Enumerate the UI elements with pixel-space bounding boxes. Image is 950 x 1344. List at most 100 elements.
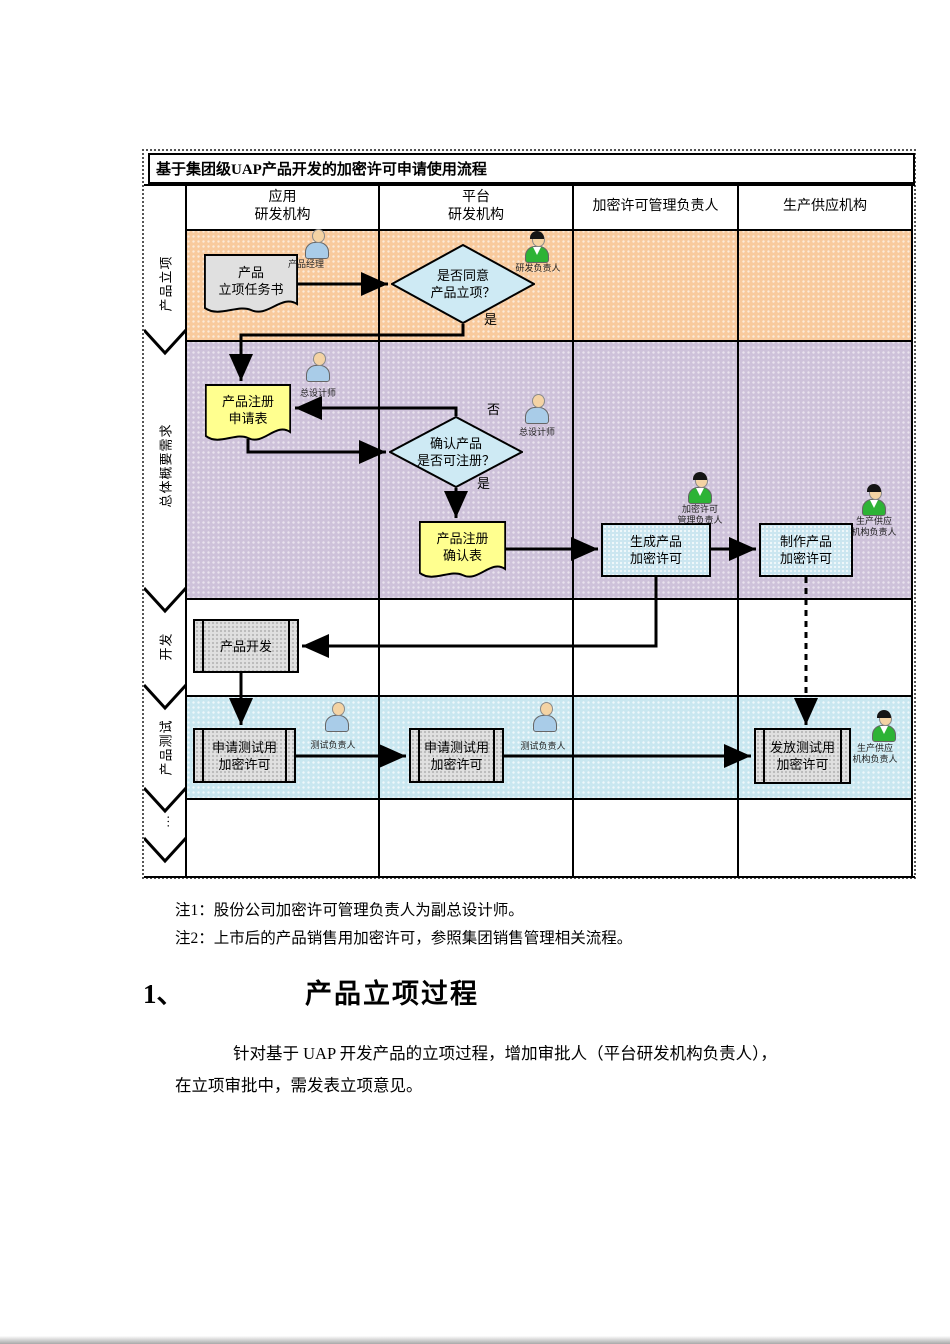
column-divider [572, 184, 574, 878]
column-divider [911, 184, 913, 878]
node-label-line: 是否同意 [436, 268, 489, 283]
lane-header-line: 研发机构 [448, 207, 504, 223]
person-hair [530, 231, 544, 239]
decision-diamond-shape [389, 416, 523, 488]
actor-label-line: 生产供应 [855, 516, 892, 526]
node-generate-license: 生成产品 加密许可 [601, 523, 711, 577]
note-2: 注2：上市后的产品销售用加密许可，参照集团销售管理相关流程。 [175, 930, 633, 947]
person-icon-test-leader-1 [324, 702, 350, 732]
person-icon-product-manager [304, 229, 330, 259]
node-label-line: 产品开发 [219, 638, 272, 654]
node-register-apply-doc: 产品注册 申请表 [205, 384, 291, 446]
edge-label-yes-2: 是 [477, 476, 491, 491]
edge-label-yes-1: 是 [484, 312, 498, 327]
person-collar [696, 488, 704, 496]
lane-header-line: 应用 [268, 189, 297, 205]
document-shape [419, 521, 506, 578]
connector-approve-yes-to-registerapply [229, 324, 465, 381]
actor-label-line: 机构负责人 [852, 754, 898, 764]
lane-header-platform-rd: 平台 研发机构 [379, 184, 573, 229]
connector-register-no-back [295, 396, 458, 420]
actor-label-line: 总设计师 [299, 388, 336, 398]
node-label-line: 加密许可 [430, 756, 483, 772]
node-decision-register: 确认产品 是否可注册？ [389, 416, 523, 488]
connector-registerapply-to-registerdecision [246, 439, 386, 464]
flow-connectors [229, 272, 818, 768]
document-shape [204, 254, 298, 313]
node-label-line: 加密许可 [218, 756, 271, 772]
node-label: 确认产品 是否可注册？ [389, 416, 523, 488]
person-collar [533, 247, 541, 255]
actor-label-line: 管理负责人 [677, 515, 723, 525]
person-body [305, 242, 329, 259]
person-head [332, 702, 345, 716]
actor-label-line: 加密许可 [681, 504, 718, 514]
lane-header-license-manager: 加密许可管理负责人 [573, 184, 738, 229]
row-divider [186, 598, 913, 600]
node-label-line: 产品立项？ [430, 285, 496, 300]
node-make-license: 制作产品 加密许可 [759, 523, 853, 577]
column-divider [185, 184, 187, 878]
person-body [325, 715, 349, 732]
diagram-notes: 注1：股份公司加密许可管理负责人为副总设计师。 注2：上市后的产品销售用加密许可… [175, 897, 632, 953]
edge-label-no: 否 [487, 402, 501, 417]
paragraph-line-1: 针对基于 UAP 开发产品的立项过程，增加审批人（平台研发机构负责人）， [233, 1044, 777, 1063]
node-label: 申请测试用 加密许可 [195, 730, 294, 781]
actor-label-chief-designer-2: 总设计师 [507, 427, 567, 438]
actor-label-line: 生产供应 [856, 743, 893, 753]
node-label-line: 申请表 [228, 411, 268, 426]
actor-label-line: 测试负责人 [310, 740, 356, 750]
stage-chevron [144, 786, 186, 814]
lane-header-line: 生产供应机构 [783, 198, 867, 214]
person-body [525, 407, 549, 424]
actor-label-chief-designer-1: 总设计师 [288, 388, 348, 399]
person-hair [877, 710, 891, 718]
node-label: 产品开发 [195, 621, 297, 671]
page-bottom-edge [0, 1336, 950, 1344]
stage-chevron [144, 586, 186, 614]
actor-label-rd-leader: 研发负责人 [496, 263, 580, 274]
column-divider [737, 184, 739, 878]
lane-header-line: 研发机构 [254, 207, 311, 223]
document-shape [205, 384, 291, 441]
stage-chevron [144, 328, 186, 356]
section-number: 1、 [143, 979, 184, 1009]
node-label-line: 加密许可 [779, 551, 832, 566]
connector-generate-to-dev [302, 577, 658, 658]
person-head [313, 352, 326, 366]
row-divider [186, 695, 913, 697]
node-label-line: 确认产品 [429, 436, 482, 451]
uap-license-flowchart: 基于集团级UAP产品开发的加密许可申请使用流程 应用 研发机构 平台 研发机构 … [142, 149, 916, 879]
grid-bottom-divider [144, 876, 915, 878]
grid-top-divider [144, 184, 915, 186]
person-icon-supply-leader-2 [871, 710, 897, 742]
node-label-line: 制作产品 [779, 534, 832, 549]
actor-label-test-leader-2: 测试负责人 [512, 741, 574, 752]
node-decision-approve: 是否同意 产品立项？ [391, 244, 535, 324]
section-title: 产品立项过程 [305, 979, 479, 1009]
person-body [306, 365, 330, 382]
actor-label-line: 测试负责人 [520, 741, 566, 751]
person-icon-supply-leader-1 [861, 484, 887, 516]
node-label-line: 产品 [237, 265, 264, 280]
person-icon-test-leader-2 [532, 702, 558, 732]
node-label: 申请测试用 加密许可 [411, 730, 502, 781]
row-divider [186, 798, 913, 800]
actor-label-test-leader-1: 测试负责人 [302, 740, 364, 751]
node-label-line: 申请测试用 [211, 739, 277, 755]
node-apply-test-1: 申请测试用 加密许可 [193, 728, 296, 783]
lane-header-line: 加密许可管理负责人 [592, 198, 719, 214]
decision-diamond-shape [391, 244, 535, 324]
node-label: 产品注册 申请表 [205, 384, 291, 446]
person-head [312, 229, 325, 243]
paragraph-line-2: 在立项审批中，需发表立项意见。 [175, 1076, 423, 1095]
node-label-line: 立项任务书 [218, 282, 284, 297]
node-label-line: 产品注册 [221, 394, 274, 409]
actor-label-line: 研发负责人 [515, 263, 561, 273]
node-label-line: 申请测试用 [423, 739, 489, 755]
node-label-line: 发放测试用 [769, 740, 835, 755]
stage-chevron [144, 683, 186, 711]
node-label-line: 加密许可 [776, 757, 829, 772]
node-task-doc: 产品 立项任务书 [204, 254, 298, 318]
node-label-line: 是否可注册？ [416, 453, 495, 468]
